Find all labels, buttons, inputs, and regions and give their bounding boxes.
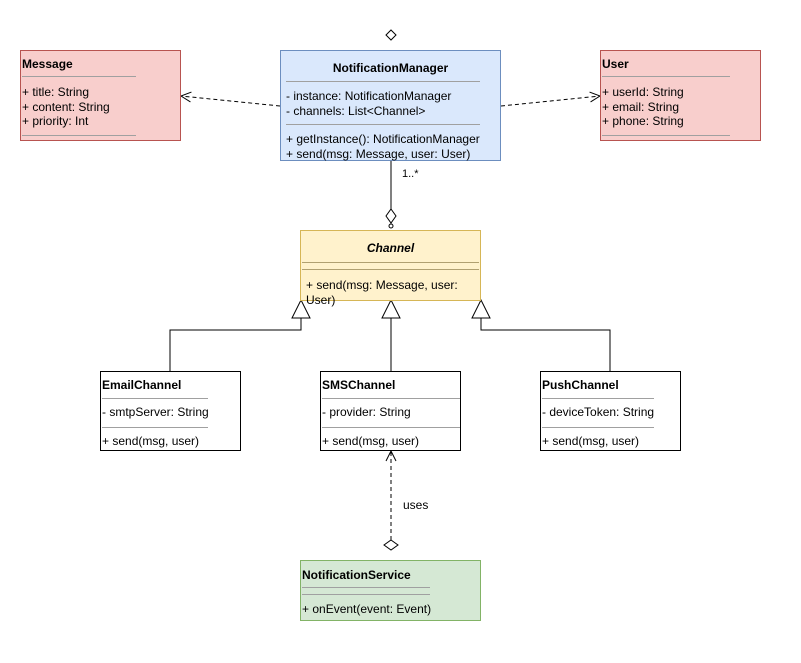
class-sms-channel-methods: + send(msg, user) xyxy=(322,434,419,449)
message-attr-title: + title: String xyxy=(22,85,90,99)
class-notification-manager[interactable]: NotificationManager - instance: Notifica… xyxy=(280,50,501,161)
class-push-channel-attributes: - deviceToken: String xyxy=(542,405,654,420)
message-attr-content: + content: String xyxy=(22,99,110,114)
manager-attr-instance: - instance: NotificationManager xyxy=(286,89,452,103)
push-attr-device-token: - deviceToken: String xyxy=(542,405,655,419)
dependency-manager-message xyxy=(181,96,281,107)
class-push-channel-divider-methods xyxy=(542,427,654,428)
inheritance-email-channel xyxy=(169,318,302,371)
email-attr-smtp: - smtpServer: String xyxy=(102,405,209,419)
inheritance-arrow-push-icon xyxy=(471,298,491,319)
user-attr-email: + email: String xyxy=(602,99,680,114)
class-email-channel-methods: + send(msg, user) xyxy=(102,434,199,449)
class-notification-service[interactable]: NotificationService + onEvent(event: Eve… xyxy=(300,560,481,621)
aggregation-diamond-icon xyxy=(385,208,397,224)
class-email-channel-divider-methods xyxy=(102,427,208,428)
class-notification-service-divider xyxy=(302,587,430,588)
sms-attr-provider: - provider: String xyxy=(322,405,411,419)
push-method-send: + send(msg, user) xyxy=(542,434,640,448)
class-email-channel-name: EmailChannel xyxy=(102,378,182,392)
uses-diamond-icon xyxy=(383,539,399,551)
class-push-channel-methods: + send(msg, user) xyxy=(542,434,639,449)
class-notification-service-name: NotificationService xyxy=(302,568,411,582)
class-sms-channel-name: SMSChannel xyxy=(322,378,396,392)
class-push-channel[interactable]: PushChannel - deviceToken: String + send… xyxy=(540,371,681,451)
class-channel-divider xyxy=(302,262,479,263)
class-channel[interactable]: Channel + send(msg: Message, user: User) xyxy=(300,230,481,307)
message-attr-priority: + priority: Int xyxy=(22,114,89,128)
class-email-channel-divider xyxy=(102,398,208,399)
class-notification-manager-divider xyxy=(286,81,480,82)
class-email-channel-attributes: - smtpServer: String xyxy=(102,405,209,420)
email-method-send: + send(msg, user) xyxy=(102,434,200,448)
class-channel-divider-methods xyxy=(302,269,479,270)
class-user-name: User xyxy=(602,57,629,71)
class-user-attributes: + userId: String + email: String + phone… xyxy=(602,85,684,129)
class-notification-manager-attributes: - instance: NotificationManager - channe… xyxy=(286,89,451,118)
class-channel-name: Channel xyxy=(366,241,415,255)
service-method-on-event: + onEvent(event: Event) xyxy=(302,602,432,616)
class-notification-manager-methods: + getInstance(): NotificationManager + s… xyxy=(286,132,480,161)
manager-method-get-instance: + getInstance(): NotificationManager xyxy=(286,132,480,146)
manager-attr-channels: - channels: List<Channel> xyxy=(286,103,426,118)
channel-method-send-cont: User) xyxy=(306,292,336,307)
class-message-attributes: + title: String + content: String + prio… xyxy=(22,85,110,129)
class-notification-service-divider-methods xyxy=(302,594,430,595)
manager-method-send: + send(msg: Message, user: User) xyxy=(286,146,471,161)
class-message[interactable]: Message + title: String + content: Strin… xyxy=(20,50,181,141)
inheritance-arrow-sms-icon xyxy=(381,298,401,319)
stray-diamond-icon xyxy=(385,29,397,41)
dependency-manager-user xyxy=(500,96,600,107)
class-user-divider xyxy=(602,76,730,77)
class-message-name: Message xyxy=(22,57,73,71)
user-attr-userid: + userId: String xyxy=(602,85,684,99)
class-sms-channel[interactable]: SMSChannel - provider: String + send(msg… xyxy=(320,371,461,451)
user-attr-phone: + phone: String xyxy=(602,114,684,128)
inheritance-push-channel xyxy=(480,318,611,371)
class-sms-channel-divider-methods xyxy=(322,427,460,428)
channel-method-send: + send(msg: Message, user: xyxy=(306,278,458,292)
aggregation-end-dot-icon xyxy=(388,223,394,229)
class-channel-methods: + send(msg: Message, user: User) xyxy=(306,278,458,307)
sms-method-send: + send(msg, user) xyxy=(322,434,420,448)
class-sms-channel-divider xyxy=(322,398,460,399)
class-push-channel-divider xyxy=(542,398,654,399)
class-push-channel-name: PushChannel xyxy=(542,378,619,392)
class-user-divider-bottom xyxy=(602,135,730,136)
class-email-channel[interactable]: EmailChannel - smtpServer: String + send… xyxy=(100,371,241,451)
inheritance-arrow-email-icon xyxy=(291,298,311,319)
class-message-divider xyxy=(22,76,136,77)
class-notification-manager-divider-methods xyxy=(286,124,480,125)
class-notification-manager-name: NotificationManager xyxy=(332,61,449,75)
class-sms-channel-attributes: - provider: String xyxy=(322,405,411,420)
class-user[interactable]: User + userId: String + email: String + … xyxy=(600,50,761,141)
uses-label: uses xyxy=(403,498,429,512)
class-notification-service-methods: + onEvent(event: Event) xyxy=(302,602,431,617)
class-message-divider-bottom xyxy=(22,135,136,136)
multiplicity-label: 1..* xyxy=(402,168,419,180)
